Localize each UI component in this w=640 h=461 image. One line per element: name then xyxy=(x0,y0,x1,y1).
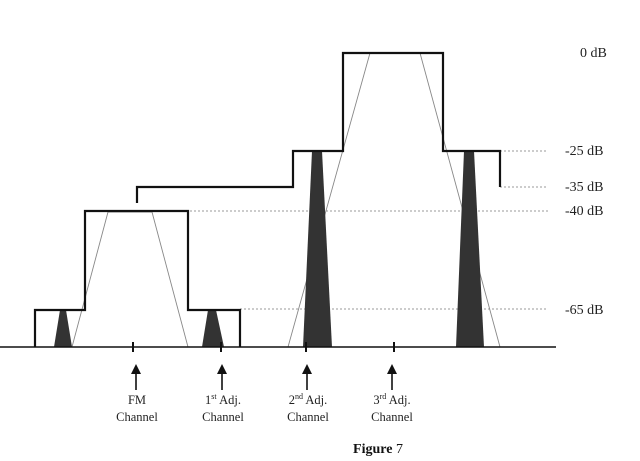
interferer-right xyxy=(456,151,484,347)
level-label-0db: 0 dB xyxy=(580,46,607,61)
caption-3rd-adj-line2: Channel xyxy=(371,410,413,424)
interferer-1st-adj xyxy=(202,310,224,347)
caption-1st-adj-line1: 1st Adj. xyxy=(205,392,241,407)
fm-spectrum-outline xyxy=(71,211,189,348)
caption-2nd-adj-line1: 2nd Adj. xyxy=(289,392,328,407)
interferer-left xyxy=(54,310,72,347)
figure-caption: Figure 7 xyxy=(353,442,403,457)
channel-ticks xyxy=(132,342,395,352)
caption-2nd-adj-line2: Channel xyxy=(287,410,329,424)
upper-step-line xyxy=(135,51,502,203)
caption-3rd-adj-line1: 3rd Adj. xyxy=(373,392,410,407)
interferer-spectra xyxy=(54,151,484,347)
level-label-65db: -65 dB xyxy=(565,303,604,318)
level-labels: 0 dB -25 dB -35 dB -40 dB -65 dB xyxy=(565,46,607,318)
caption-fm-line2: Channel xyxy=(116,410,158,424)
arrow-2nd-adj xyxy=(302,364,312,390)
reference-lines xyxy=(190,150,548,310)
arrow-fm xyxy=(131,364,141,390)
caption-fm-line1: FM xyxy=(128,393,146,407)
caption-1st-adj-line2: Channel xyxy=(202,410,244,424)
level-label-25db: -25 dB xyxy=(565,144,604,159)
mask-outline xyxy=(33,209,242,347)
arrow-3rd-adj xyxy=(387,364,397,390)
arrow-1st-adj xyxy=(217,364,227,390)
level-label-35db: -35 dB xyxy=(565,180,604,195)
level-label-40db: -40 dB xyxy=(565,204,604,219)
channel-captions: FM Channel 1st Adj. Channel 2nd Adj. Cha… xyxy=(116,392,413,424)
interferer-2nd-adj xyxy=(303,151,332,347)
channel-arrows xyxy=(131,364,397,390)
